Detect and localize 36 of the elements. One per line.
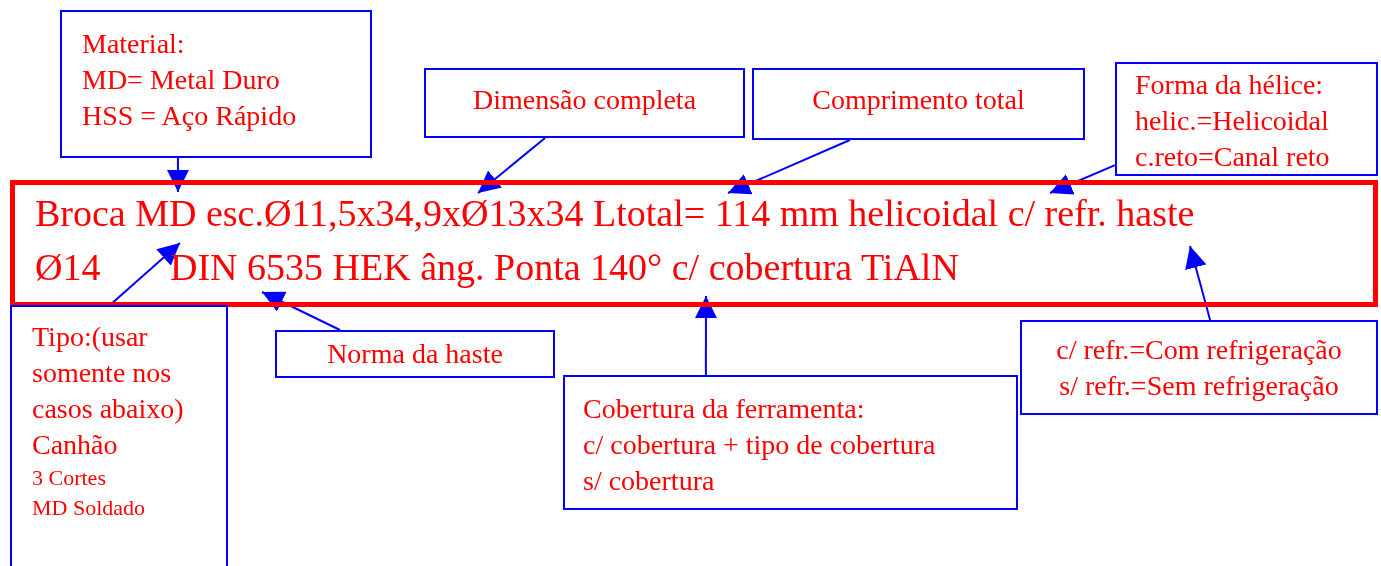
callout-box [424,68,745,138]
callout-text: Norma da haste [326,337,504,371]
description-text: Broca MD esc.Ø11,5x34,9xØ13x34 Ltotal= 114 mm helicoidal c/ refr. haste [35,191,1195,236]
callout-text: c/ cobertura + tipo de cobertura [583,428,937,462]
callout-text: Forma da hélice: [1135,68,1325,102]
callout-text: Canhão [32,428,119,462]
callout-text: Dimensão completa [471,83,698,117]
description-frame [10,180,1378,307]
callout-text: MD Soldado [32,494,147,522]
leader-arrow [166,157,189,193]
callout-text: c/ refr.=Com refrigeração [1055,333,1343,367]
callout-text: s/ refr.=Sem refrigeração [1058,369,1340,403]
callout-text: c.reto=Canal reto [1135,140,1331,174]
leader-arrow [477,137,546,194]
callout-box [1020,320,1378,415]
callout-text: Comprimento total [811,83,1026,117]
leader-arrow [1049,164,1116,195]
callout-text: s/ cobertura [583,464,716,498]
callout-box [752,68,1085,140]
leader-arrow [694,295,717,376]
callout-box [563,375,1018,510]
callout-box [275,330,555,378]
callout-text: Material: [82,27,186,61]
description-text: Ø14 [35,245,101,290]
callout-text: 3 Cortes [32,464,107,492]
callout-text: Cobertura da ferramenta: [583,392,866,426]
callout-text: helic.=Helicoidal [1135,104,1330,138]
callout-box [60,10,372,158]
description-text: DIN 6535 HEK âng. Ponta 140° c/ cobertura TiAlN [170,245,959,290]
callout-text: MD= Metal Duro [82,63,281,97]
leader-arrow [1185,245,1212,321]
callout-box [1115,62,1378,176]
callout-box [10,305,228,566]
callout-text: HSS = Aço Rápido [82,99,298,133]
leader-arrow [727,139,851,195]
callout-text: Tipo:(usar somente nos casos abaixo) [32,320,185,426]
